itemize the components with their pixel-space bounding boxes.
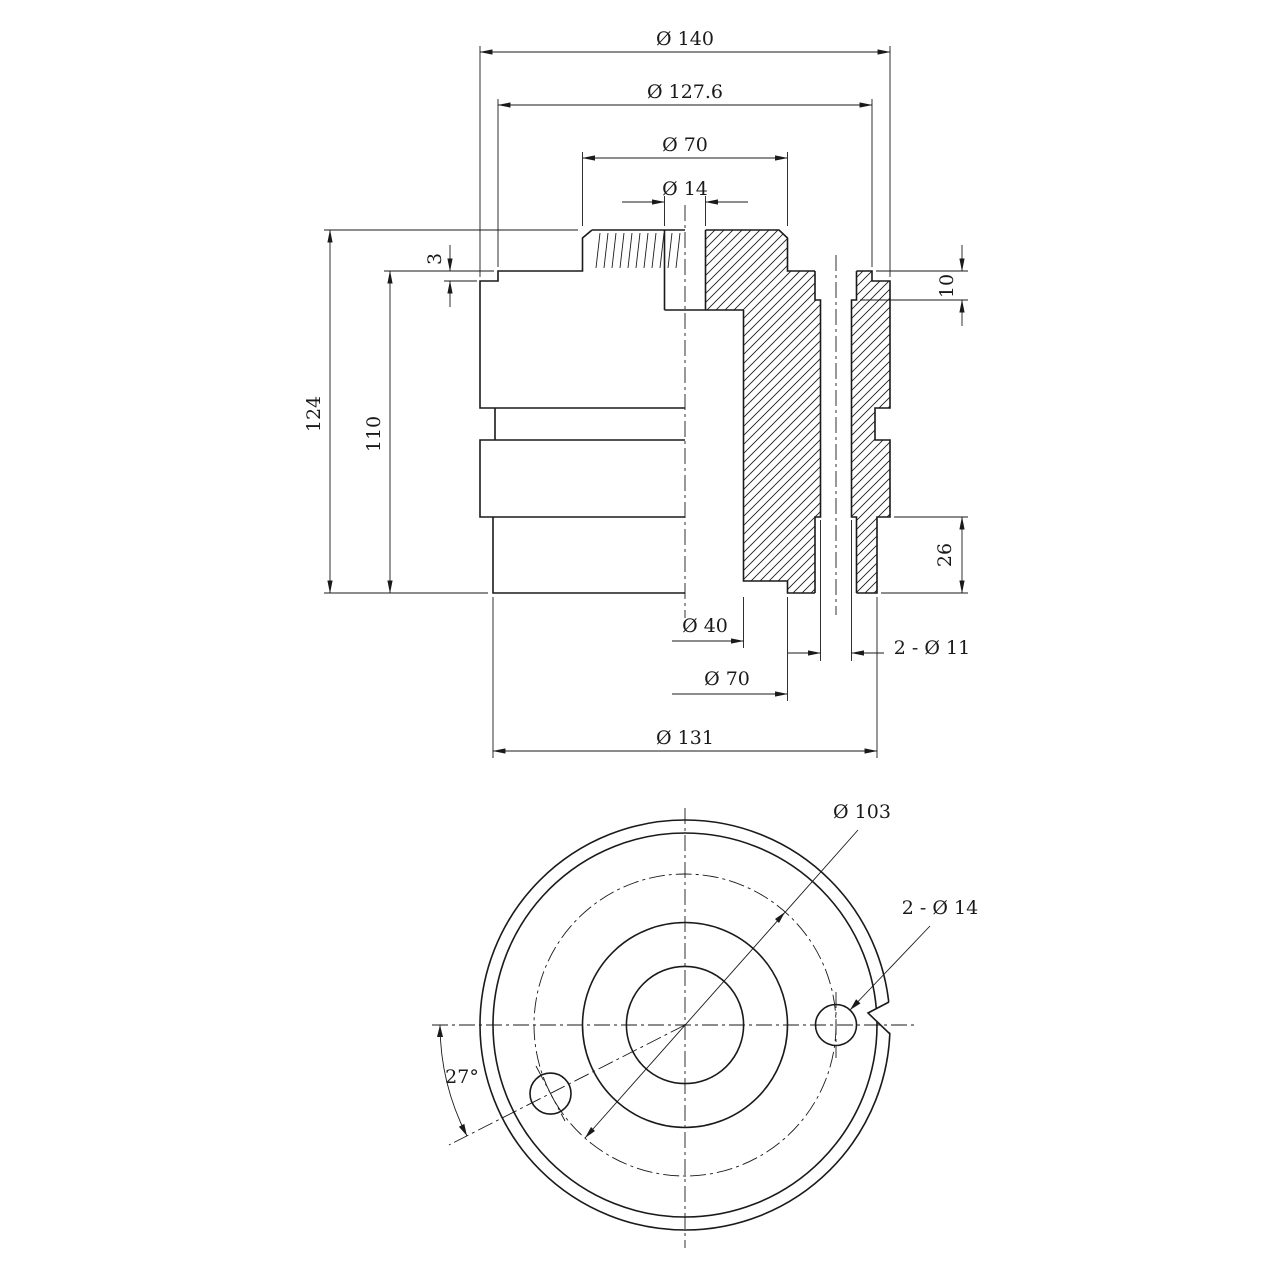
part-outline-right — [705, 229, 891, 594]
dim-label-d40: Ø 40 — [682, 615, 728, 637]
side-view-centerlines — [684, 205, 837, 618]
dim-label-2d11: 2 - Ø 11 — [894, 637, 970, 659]
section-hatch-area — [705, 230, 890, 593]
dim-label-d131: Ø 131 — [656, 727, 714, 749]
thread-lines — [595, 232, 681, 269]
dim-d103: Ø 103 — [584, 801, 891, 1139]
dim-label-d14: Ø 14 — [662, 178, 708, 200]
dim-label-2d14: 2 - Ø 14 — [902, 897, 978, 919]
notch-edges — [866, 1001, 891, 1035]
bottom-view: Ø 103 2 - Ø 14 27° — [432, 801, 978, 1248]
dim-label-110: 110 — [363, 416, 385, 452]
dim-label-124: 124 — [303, 396, 325, 432]
dim-label-angle: 27° — [445, 1066, 479, 1088]
extension-lines — [324, 46, 968, 758]
center-hole-outline — [663, 230, 744, 311]
dim-label-d103: Ø 103 — [833, 801, 891, 823]
part-outline-left — [479, 229, 685, 594]
dim-label-10: 10 — [936, 274, 958, 298]
arrowhead — [585, 1127, 595, 1138]
dim-label-d140: Ø 140 — [656, 28, 714, 50]
dim-label-3: 3 — [424, 253, 446, 265]
bolt-hole-lower-left — [529, 1072, 572, 1115]
arrowhead — [437, 1025, 443, 1037]
dim-2d14: 2 - Ø 14 — [849, 897, 978, 1011]
side-view-dimensions: Ø 140 Ø 127.6 Ø 70 Ø 14 124 110 3 10 26 … — [303, 28, 970, 754]
arrowhead — [458, 1123, 467, 1136]
side-view: Ø 140 Ø 127.6 Ø 70 Ø 14 124 110 3 10 26 … — [303, 28, 970, 758]
bolt-hole-outline — [814, 271, 858, 593]
dim-label-26: 26 — [934, 543, 956, 567]
dim-label-d70-top: Ø 70 — [662, 134, 708, 156]
dim-label-d127-6: Ø 127.6 — [647, 81, 723, 103]
dim-angle-27: 27° — [437, 1024, 479, 1137]
arrowhead — [775, 912, 785, 923]
dim-label-d70-bottom: Ø 70 — [704, 668, 750, 690]
arrowhead — [850, 999, 861, 1010]
leader-2d14 — [849, 925, 931, 1011]
dimline-d103 — [584, 829, 859, 1139]
bottom-view-centerlines — [432, 808, 918, 1248]
notch-mask — [867, 1000, 894, 1036]
